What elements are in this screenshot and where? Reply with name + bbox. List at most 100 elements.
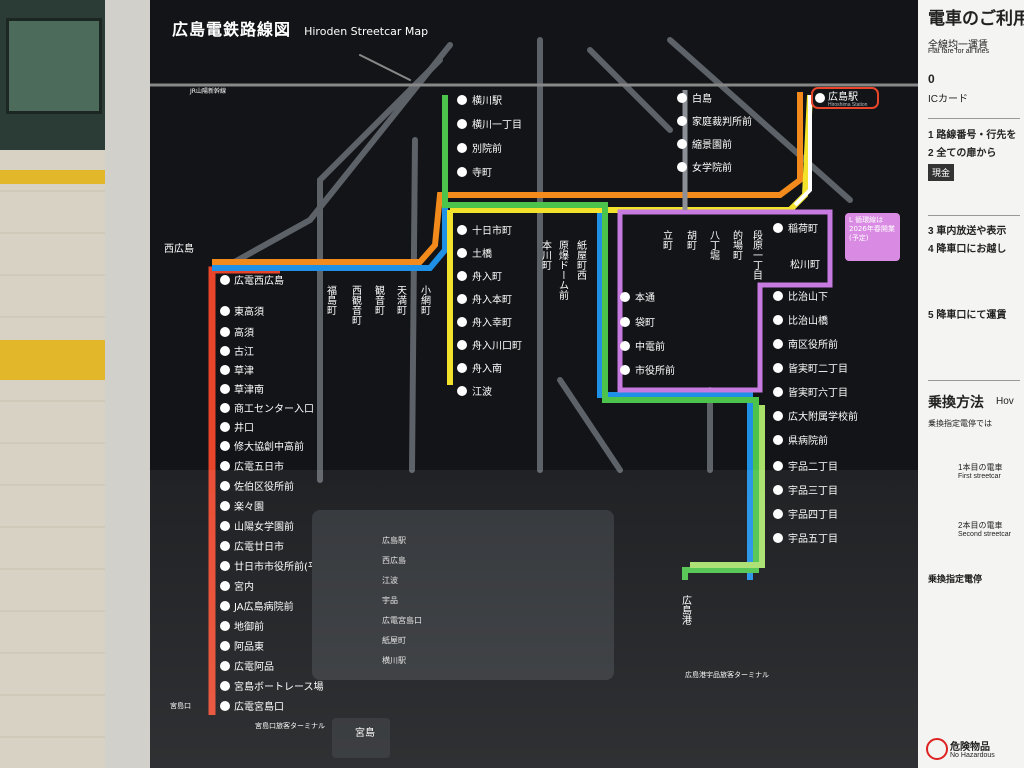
- station-label: 宇品三丁目: [788, 484, 838, 497]
- station-dot: [457, 248, 467, 258]
- station-dot: [220, 327, 230, 337]
- station-dot: [620, 365, 630, 375]
- station-label: 寺町: [472, 167, 492, 179]
- station-label: 比治山下: [788, 290, 828, 303]
- legend-panel: 広島駅 西広島 江波 宇品 広電宮島口 紙屋町 横川駅: [312, 510, 614, 680]
- station-dot: [815, 93, 825, 103]
- station-label: 宮島ボートレース場: [234, 680, 324, 693]
- divider: [928, 215, 1020, 216]
- gray-track: [317, 57, 443, 483]
- loop-line-notice-text: L 循環線は2026年春開業(予定): [849, 216, 895, 242]
- station-dot: [620, 317, 630, 327]
- station-label: 草津: [234, 365, 254, 377]
- station-label: 福島町: [325, 284, 337, 315]
- station-dot: [220, 461, 230, 471]
- station-dot: [773, 533, 783, 543]
- station-label: 皆実町二丁目: [788, 362, 848, 375]
- station-label: 横川一丁目: [472, 118, 522, 131]
- station-dot: [773, 223, 783, 233]
- station-label: 草津南: [234, 383, 264, 396]
- miyajima-ferry-label: 宮島: [355, 726, 375, 739]
- station-dot: [773, 411, 783, 421]
- step-1: 1 路線番号・行先を: [928, 130, 1017, 141]
- station-dot: [220, 365, 230, 375]
- miyajima-ferry-box: [332, 718, 390, 758]
- guide-header: 電車のご利用: [928, 9, 1024, 28]
- station-label: 宇品四丁目: [788, 508, 838, 521]
- station-label: 天満町: [395, 285, 407, 315]
- station-label: 松川町: [790, 258, 820, 271]
- station-label: 楽々園: [234, 500, 264, 513]
- station-label: 古江: [234, 345, 254, 358]
- station-dot: [220, 481, 230, 491]
- station-label: 稲荷町: [788, 223, 818, 235]
- map-title-ja: 広島電鉄路線図: [172, 20, 292, 39]
- station-dot: [220, 641, 230, 651]
- station-dot: [620, 341, 630, 351]
- ic-card-label: ICカード: [928, 94, 968, 105]
- station-dot: [457, 271, 467, 281]
- loop-line: [617, 209, 833, 393]
- station-dot: [773, 363, 783, 373]
- station-label: 本川町: [540, 239, 552, 270]
- station-dot: [773, 315, 783, 325]
- legend-item: 広島駅: [382, 536, 406, 545]
- station-label: 別院前: [472, 142, 502, 155]
- station-label: 西観音町: [350, 285, 362, 325]
- step-2: 2 全ての扉から: [928, 148, 997, 159]
- station-label: 女学院前: [692, 161, 732, 174]
- line-orange: [212, 92, 803, 265]
- station-label: 皆実町六丁目: [788, 386, 848, 399]
- terminal-label: 広島港宇品旅客ターミナル: [685, 670, 769, 679]
- station-dot: [220, 541, 230, 551]
- station-label: 横川駅: [472, 94, 502, 107]
- line-green: [442, 95, 759, 580]
- miyajima-terminal-label: 宮島口旅客ターミナル: [255, 721, 325, 730]
- second-car-en: Second streetcar: [958, 531, 1011, 538]
- hondori-labels: 本通 袋町 中電前 市役所前: [620, 291, 675, 377]
- station-dot: [457, 363, 467, 373]
- station-dot: [773, 485, 783, 495]
- station-dot: [457, 143, 467, 153]
- station-label: 修大協創中高前: [234, 440, 304, 453]
- station-label: 広電五日市: [234, 460, 284, 473]
- station-dot: [220, 384, 230, 394]
- station-label: 舟入町: [472, 270, 502, 283]
- station-label: 中電前: [635, 340, 665, 353]
- divider: [928, 118, 1020, 119]
- yokogawa-line-labels: 横川駅 横川一丁目 別院前 寺町: [457, 94, 522, 179]
- cash-label: 現金: [928, 164, 955, 181]
- station-label: 小網町: [419, 285, 431, 315]
- station-label: 舟入川口町: [472, 339, 522, 352]
- station-label: 阿品東: [234, 640, 264, 653]
- step-5: 5 降車口にて運賃: [928, 310, 1007, 321]
- line-lightgreen: [690, 405, 765, 568]
- station-label: 原爆ドーム前: [557, 240, 569, 301]
- station-dot: [220, 561, 230, 571]
- hazard-label: 危険物品: [950, 742, 990, 753]
- miyajima-line-labels: 広電西広島 東高須 高須 古江 草津 草津南 商工センター入口 井口 修大協創中…: [233, 274, 332, 713]
- station-dot: [457, 317, 467, 327]
- station-dot: [620, 292, 630, 302]
- route-map-board: 広電西広島 東高須 高須 古江 草津 草津南 商工センター入口 井口 修大協創中…: [150, 0, 918, 768]
- station-label: 山陽女学園前: [234, 520, 294, 533]
- station-label: 袋町: [635, 316, 655, 329]
- station-dot: [773, 435, 783, 445]
- station-dot: [677, 162, 687, 172]
- station-dot: [220, 306, 230, 316]
- station-dot: [677, 93, 687, 103]
- station-label: 高須: [234, 326, 254, 339]
- station-dot: [773, 339, 783, 349]
- station-dot: [457, 340, 467, 350]
- second-car-label: 2本目の電車: [958, 521, 1003, 530]
- station-label: 広大附属学校前: [788, 410, 858, 423]
- station-dot: [220, 521, 230, 531]
- station-label: 宇品五丁目: [788, 532, 838, 545]
- jr-line-label: JR山陽新幹線: [189, 87, 226, 95]
- hiroshima-station-en: Hiroshima Station: [828, 102, 868, 108]
- station-label: 舟入幸町: [472, 316, 512, 329]
- station-label: 広電阿品: [234, 660, 274, 673]
- map-title-en: Hiroden Streetcar Map: [304, 25, 429, 38]
- station-dot: [457, 294, 467, 304]
- vertical-station-labels: 本川町 原爆ドーム前 紙屋町西 福島町 西観音町 観音町 天満町 小網町 八丁堀…: [325, 229, 821, 325]
